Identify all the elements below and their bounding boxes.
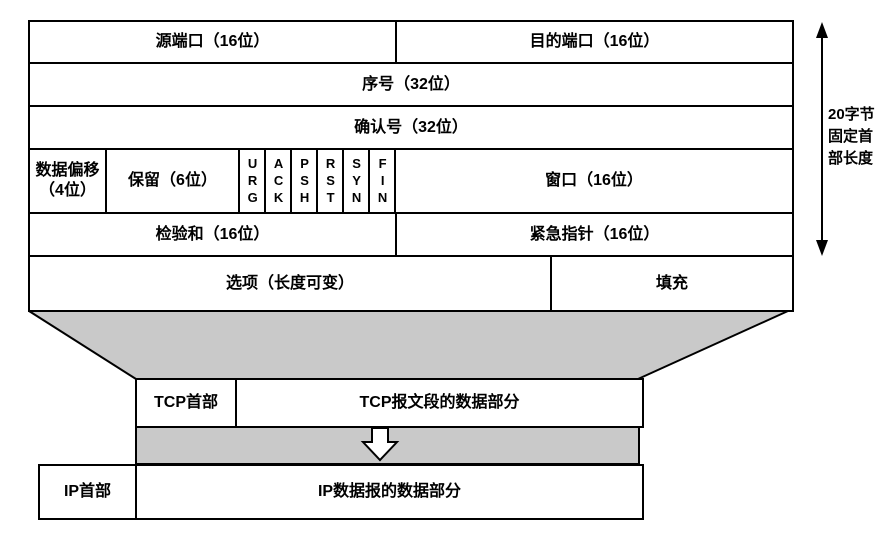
cell-data-offset: 数据偏移（4位）	[30, 150, 107, 212]
cell-tcp-header: TCP首部	[137, 380, 237, 426]
cell-acknowledgment: 确认号（32位）	[354, 118, 468, 136]
cell-tcp-data: TCP报文段的数据部分	[359, 394, 520, 411]
cell-window: 窗口（16位）	[545, 172, 643, 189]
funnel-left-edge	[28, 310, 137, 380]
cell-dest-port: 目的端口（16位）	[529, 33, 660, 50]
ip-datagram-row: IP首部 IP数据报的数据部分	[38, 464, 644, 520]
cell-flag-fin: FIN	[370, 150, 396, 212]
cell-sequence: 序号（32位）	[362, 75, 460, 93]
cell-urgent-pointer: 紧急指针（16位）	[529, 225, 660, 243]
cell-flag-psh: PSH	[292, 150, 318, 212]
cell-flag-rst: RST	[318, 150, 344, 212]
cell-flag-urg: URG	[240, 150, 266, 212]
funnel-shape	[29, 311, 788, 379]
cell-flag-ack: ACK	[266, 150, 292, 212]
tcp-segment-row: TCP首部 TCP报文段的数据部分	[135, 378, 644, 428]
row-checksum: 检验和（16位） 紧急指针（16位）	[30, 214, 792, 257]
row-acknowledgment: 确认号（32位）	[30, 107, 792, 150]
fixed-header-length-label: 20字节固定首部长度	[828, 106, 875, 167]
down-arrow-icon	[360, 427, 400, 462]
row-sequence: 序号（32位）	[30, 64, 792, 107]
cell-ip-data: IP数据报的数据部分	[317, 483, 462, 500]
row-options: 选项（长度可变） 填充	[30, 257, 792, 310]
fixed-header-span-arrow	[816, 22, 828, 256]
cell-source-port: 源端口（16位）	[30, 22, 397, 62]
row-flags: 数据偏移（4位） 保留（6位） URG ACK PSH RST SYN FIN …	[30, 150, 792, 214]
cell-checksum: 检验和（16位）	[30, 214, 397, 255]
tcp-header-table: 源端口（16位） 目的端口（16位） 序号（32位） 确认号（32位） 数据偏移…	[28, 20, 794, 312]
cell-padding: 填充	[655, 274, 688, 292]
cell-ip-header: IP首部	[40, 466, 137, 518]
row-ports: 源端口（16位） 目的端口（16位）	[30, 22, 792, 64]
funnel-right-edge	[637, 310, 789, 380]
cell-reserved: 保留（6位）	[107, 150, 240, 212]
cell-flag-syn: SYN	[344, 150, 370, 212]
cell-options: 选项（长度可变）	[30, 257, 552, 310]
